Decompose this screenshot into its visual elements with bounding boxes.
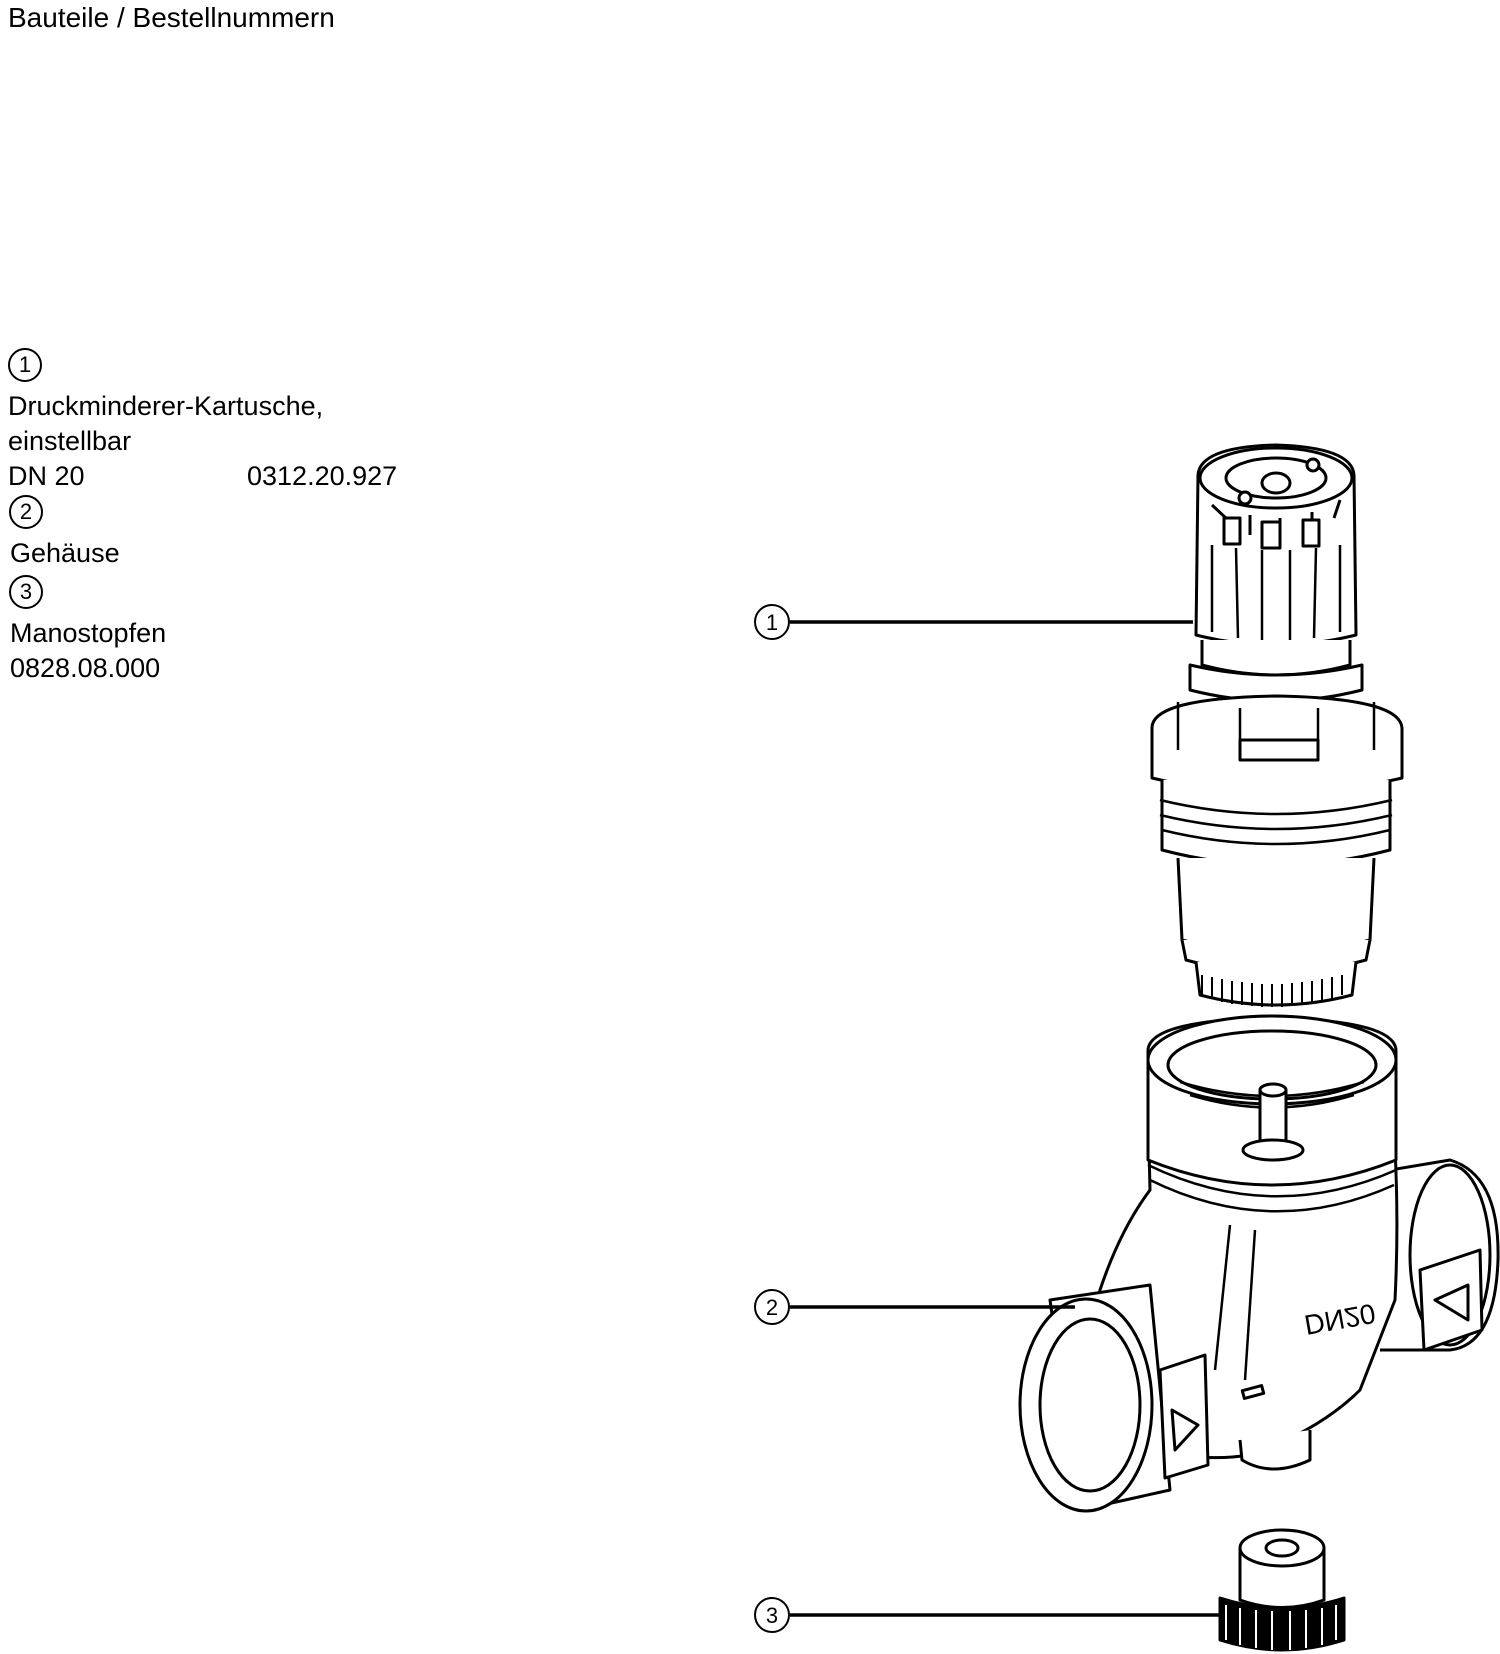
part-3-name: Manostopfen: [10, 618, 167, 648]
callout-3-circle: [754, 1597, 790, 1633]
callout-2-label: 2: [766, 1295, 778, 1320]
cartridge-illustration: [1150, 443, 1404, 1007]
part-3-order-number: 0828.08.000: [10, 653, 161, 683]
part-1-size: DN 20: [8, 461, 85, 491]
housing-illustration: [1018, 1014, 1500, 1513]
part-1-number: 1: [8, 348, 42, 382]
callout-1-circle: [754, 604, 790, 640]
callout-2-circle: [754, 1289, 790, 1325]
part-1-name-line2: einstellbar: [8, 426, 132, 456]
part-3-number: 3: [9, 575, 43, 609]
plug-illustration: [1218, 1528, 1346, 1652]
callout-3-label: 3: [766, 1603, 778, 1628]
part-1-name-line1: Druckminderer-Kartusche,: [8, 391, 324, 421]
callout-1-label: 1: [766, 610, 778, 635]
part-1-order-number: 0312.20.927: [247, 461, 398, 491]
page-title: Bauteile / Bestellnummern: [8, 2, 335, 33]
part-2-name: Gehäuse: [10, 538, 120, 568]
part-2-number: 2: [9, 495, 43, 529]
